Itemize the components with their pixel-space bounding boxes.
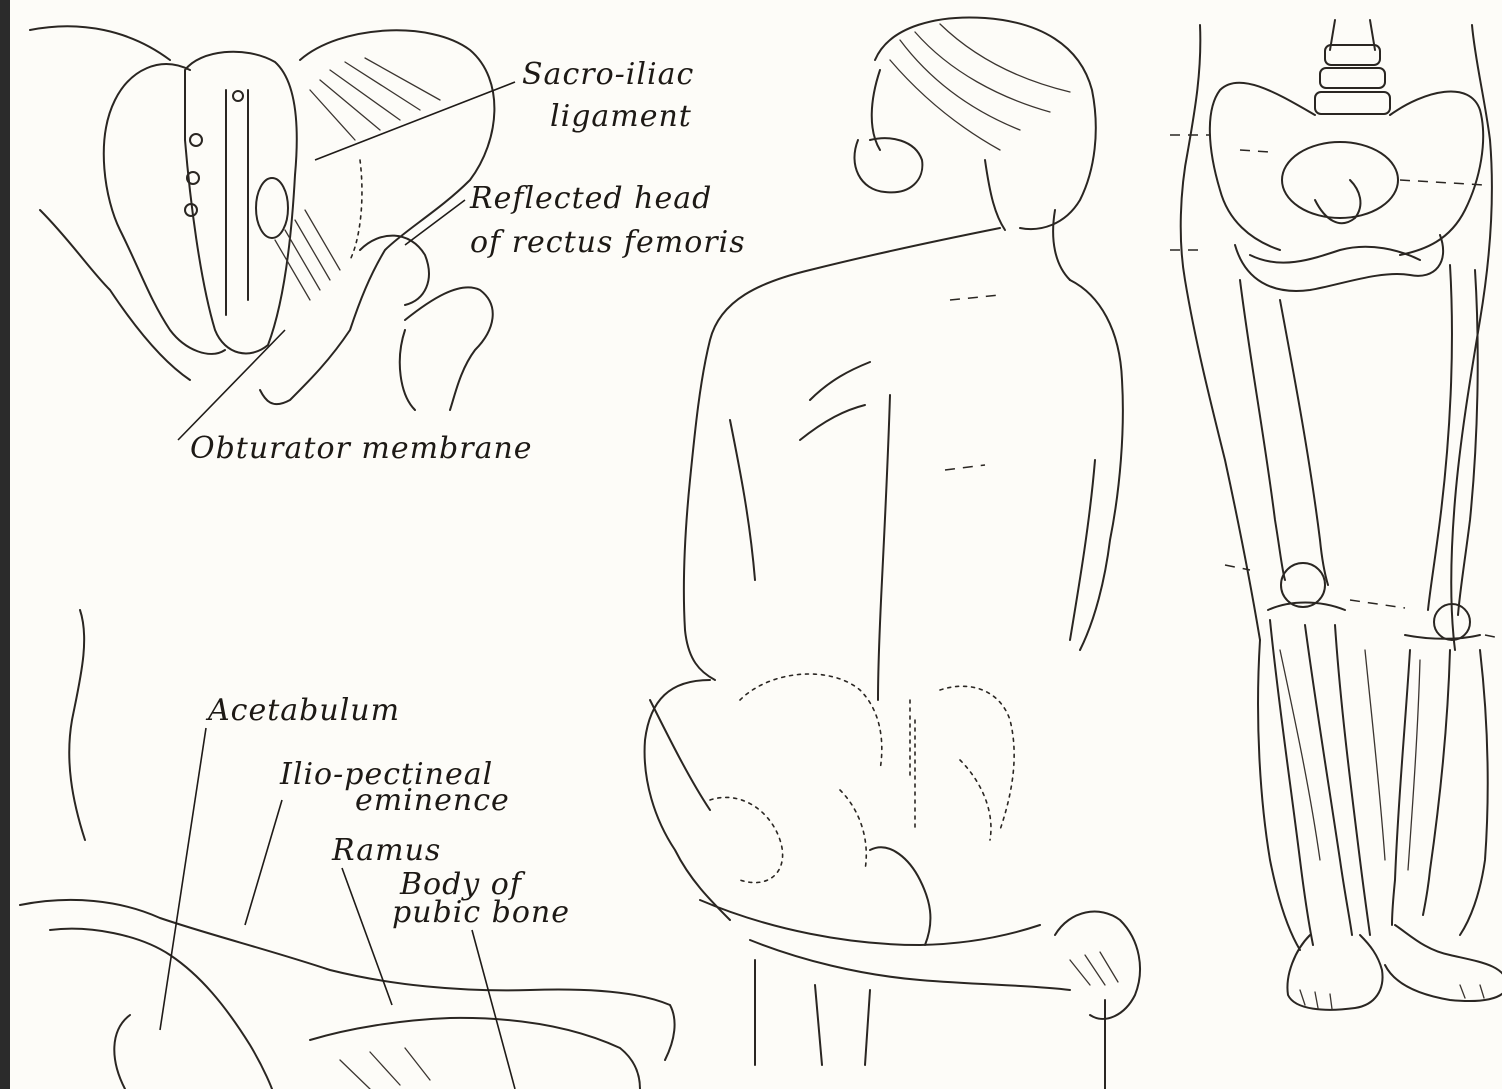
label-ilio-pectineal-line2: eminence (355, 784, 510, 818)
label-acetabulum: Acetabulum (208, 694, 400, 728)
label-sacro-iliac-line2: ligament (550, 100, 692, 134)
label-body-of-pubic-line2: pubic bone (392, 896, 570, 930)
label-obturator-membrane: Obturator membrane (190, 432, 533, 466)
seated-figure-sketch (645, 17, 1140, 1089)
label-reflected-head-line1: Reflected head (470, 182, 712, 216)
label-reflected-head-line2: of rectus femoris (470, 226, 746, 260)
standing-skeleton-sketch (1170, 20, 1502, 1010)
label-sacro-iliac-line1: Sacro-iliac (522, 58, 694, 92)
label-ramus: Ramus (332, 834, 441, 868)
anatomy-drawing (10, 0, 1502, 1089)
pelvis-posterior-sketch (30, 26, 515, 440)
